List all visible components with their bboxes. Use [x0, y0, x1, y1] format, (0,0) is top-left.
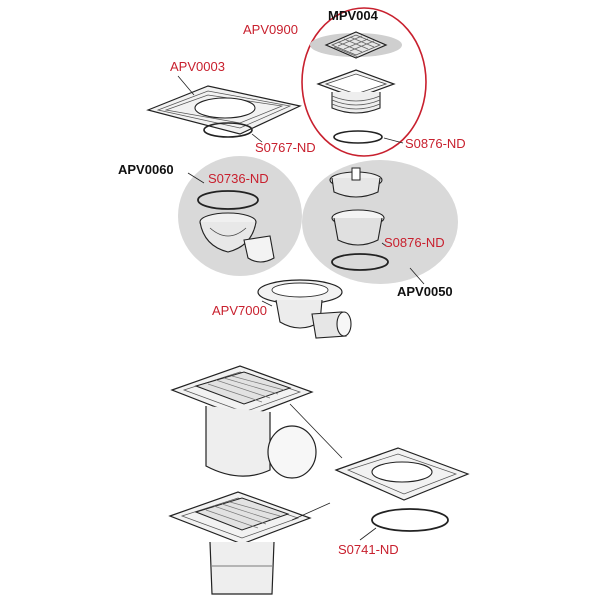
assembled-drain-horizontal	[170, 365, 343, 479]
label-mpv004: MPV004	[328, 8, 378, 23]
apv0003-flange	[146, 75, 302, 143]
label-apv0060: APV0060	[118, 162, 174, 177]
assembled-drain-vertical	[168, 491, 331, 595]
label-apv7000: APV7000	[212, 303, 267, 318]
label-s0741: S0741-ND	[338, 542, 399, 557]
label-apv0003: APV0003	[170, 59, 225, 74]
label-s0767: S0767-ND	[255, 140, 316, 155]
label-s0876-top: S0876-ND	[405, 136, 466, 151]
label-apv0050: APV0050	[397, 284, 453, 299]
apv7000-body	[257, 279, 352, 339]
flange-detail	[334, 447, 470, 541]
label-s0876-mid: S0876-ND	[384, 235, 445, 250]
apv0050-group	[302, 160, 458, 285]
label-s0736: S0736-ND	[208, 171, 269, 186]
label-apv0900: APV0900	[243, 22, 298, 37]
mpv004-group	[301, 7, 427, 157]
apv0060-group	[178, 156, 302, 276]
